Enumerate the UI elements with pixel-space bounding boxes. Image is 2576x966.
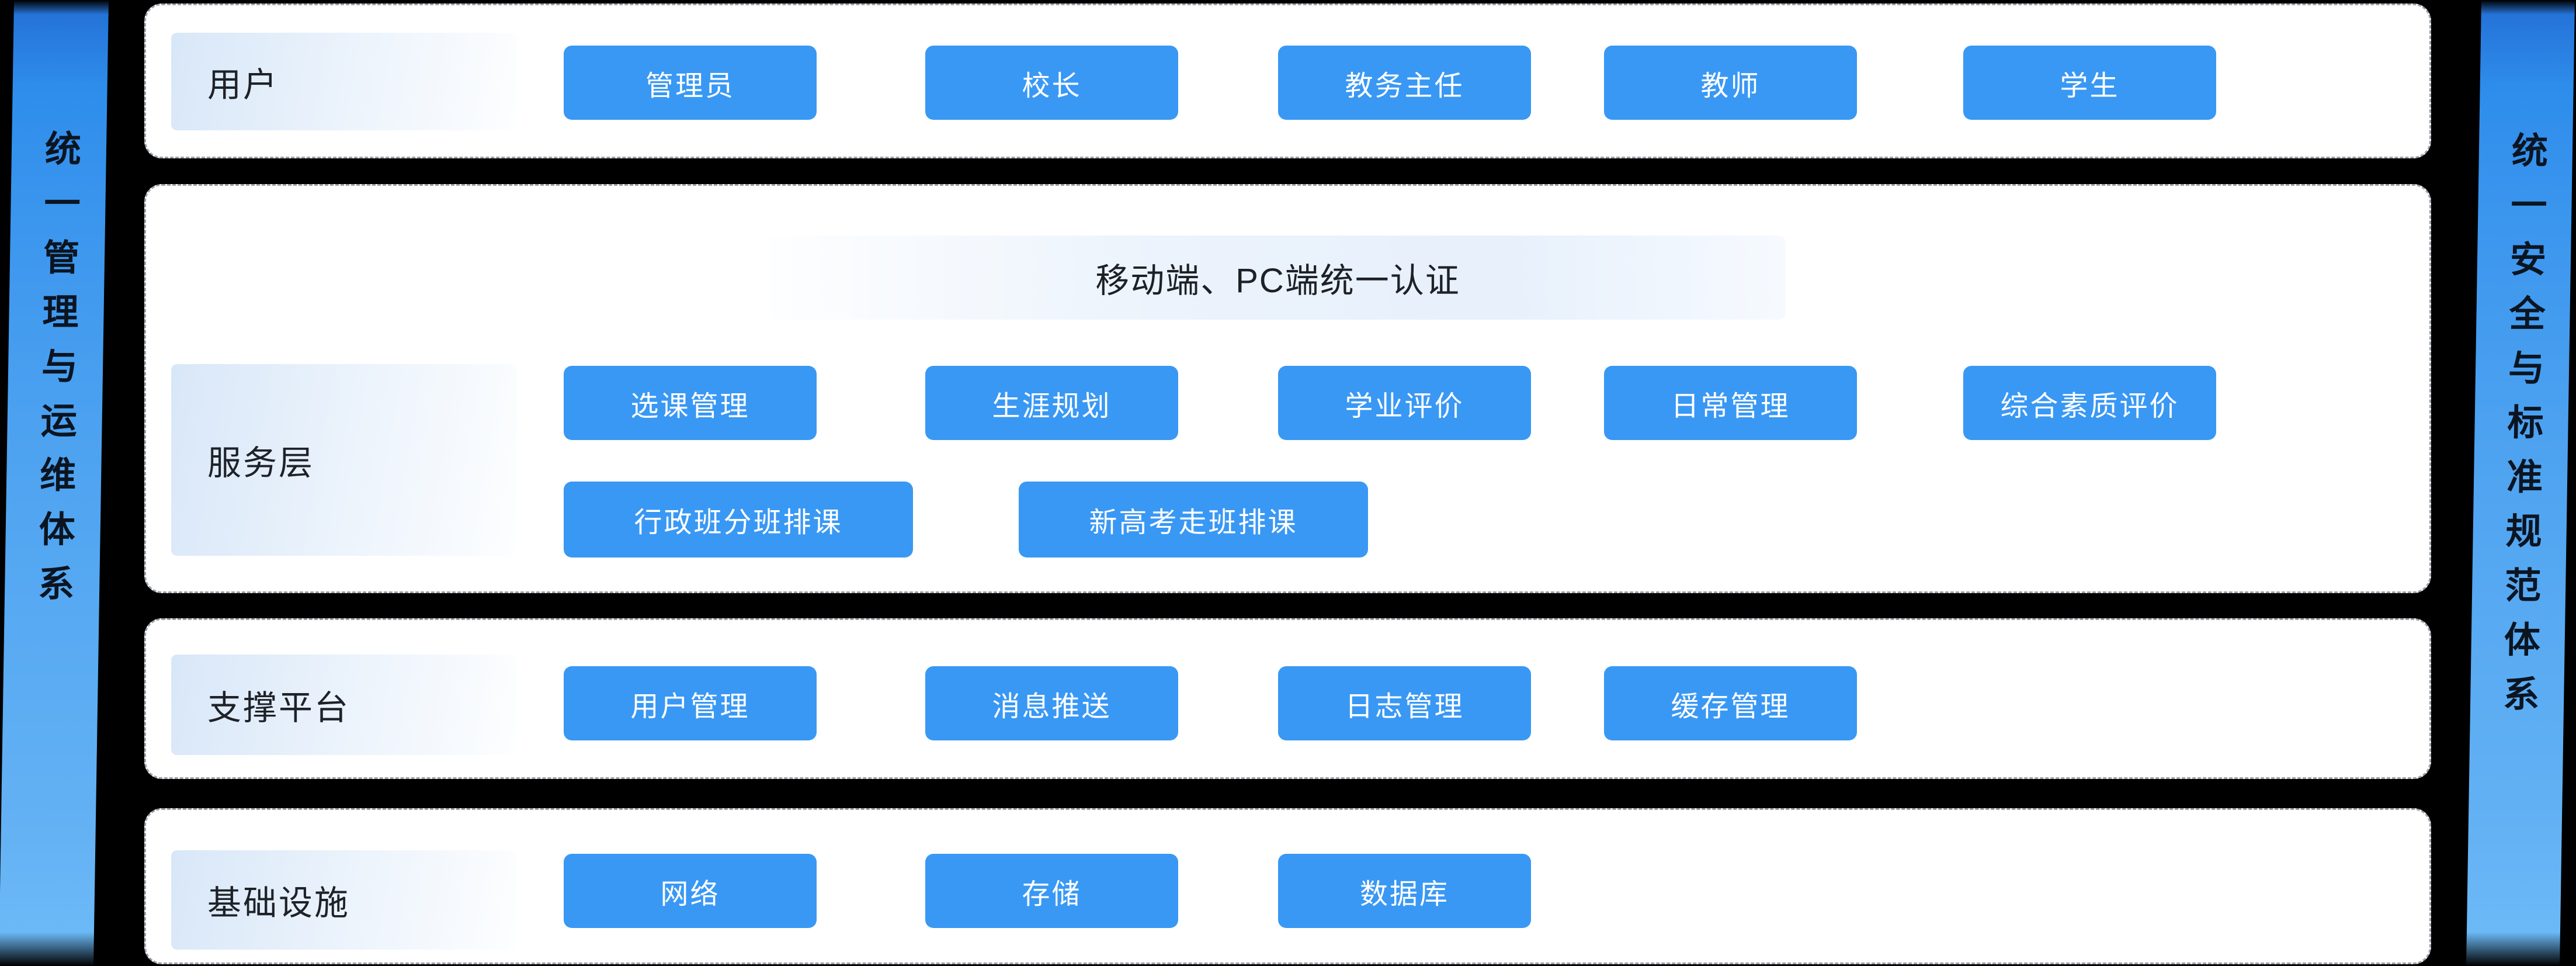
support-chip-cache-management[interactable]: 缓存管理: [1604, 666, 1857, 740]
left-ribbon-label: 统一管理与运维体系: [32, 130, 80, 619]
infra-chip-database[interactable]: 数据库: [1278, 854, 1531, 928]
layer-label-services: 服务层: [171, 364, 517, 556]
unified-auth-banner: 移动端、PC端统一认证: [770, 236, 1786, 320]
role-chip-student[interactable]: 学生: [1963, 46, 2216, 120]
role-chip-admin[interactable]: 管理员: [564, 46, 817, 120]
layer-panel-support: 支撑平台 用户管理 消息推送 日志管理 缓存管理: [144, 618, 2431, 779]
infra-chip-storage[interactable]: 存储: [925, 854, 1178, 928]
layer-panel-users: 用户 管理员 校长 教务主任 教师 学生: [144, 4, 2431, 158]
support-chip-log-management[interactable]: 日志管理: [1278, 666, 1531, 740]
role-chip-teacher[interactable]: 教师: [1604, 46, 1857, 120]
left-ribbon: 统一管理与运维体系: [0, 0, 109, 966]
layer-label-support: 支撑平台: [171, 655, 517, 755]
service-chip-course-selection[interactable]: 选课管理: [564, 366, 817, 440]
role-chip-principal[interactable]: 校长: [925, 46, 1178, 120]
infra-chip-network[interactable]: 网络: [564, 854, 817, 928]
role-chip-dean[interactable]: 教务主任: [1278, 46, 1531, 120]
service-chip-new-gaokao-scheduling[interactable]: 新高考走班排课: [1019, 482, 1368, 558]
service-chip-admin-class-scheduling[interactable]: 行政班分班排课: [564, 482, 913, 558]
layer-label-infrastructure: 基础设施: [171, 850, 517, 950]
service-chip-academic-evaluation[interactable]: 学业评价: [1278, 366, 1531, 440]
service-chip-daily-management[interactable]: 日常管理: [1604, 366, 1857, 440]
service-chip-comprehensive-quality-evaluation[interactable]: 综合素质评价: [1963, 366, 2216, 440]
support-chip-message-push[interactable]: 消息推送: [925, 666, 1178, 740]
layer-label-users: 用户: [171, 33, 517, 130]
layer-panel-infrastructure: 基础设施 网络 存储 数据库: [144, 808, 2431, 964]
layer-panel-services: 服务层 移动端、PC端统一认证 选课管理 生涯规划 学业评价 日常管理 综合素质…: [144, 184, 2431, 593]
support-chip-user-management[interactable]: 用户管理: [564, 666, 817, 740]
service-chip-career-planning[interactable]: 生涯规划: [925, 366, 1178, 440]
right-ribbon-label: 统一安全与标准规范体系: [2497, 131, 2547, 729]
right-ribbon: 统一安全与标准规范体系: [2466, 0, 2575, 966]
